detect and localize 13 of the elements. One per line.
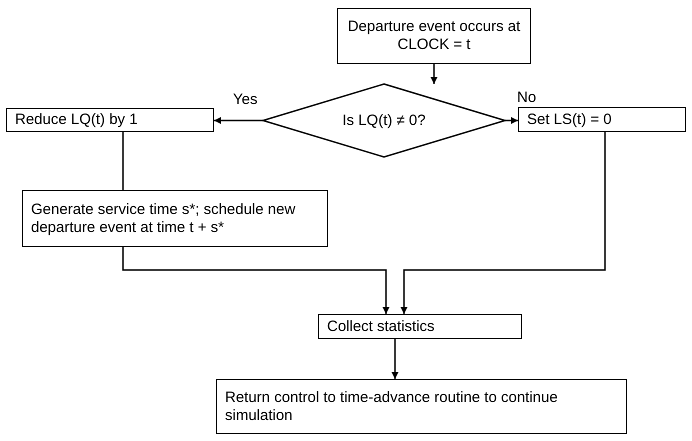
process-box: Departure event occurs at CLOCK = t [337,8,531,64]
process-box: Return control to time-advance routine to continue simulation [216,379,627,434]
node-text: Is LQ(t) ≠ 0? [342,112,426,129]
process-box: Generate service time s*; schedule new departure event at time t + s* [22,190,328,247]
arrow [430,64,438,84]
arrow [400,132,606,314]
arrow [214,117,263,124]
process-box: Set LS(t) = 0 [518,107,686,132]
arrow [392,339,398,379]
arrow [122,247,390,314]
arrow [505,117,518,124]
process-box: Collect statistics [318,314,522,339]
process-box: Reduce LQ(t) by 1 [6,108,214,132]
